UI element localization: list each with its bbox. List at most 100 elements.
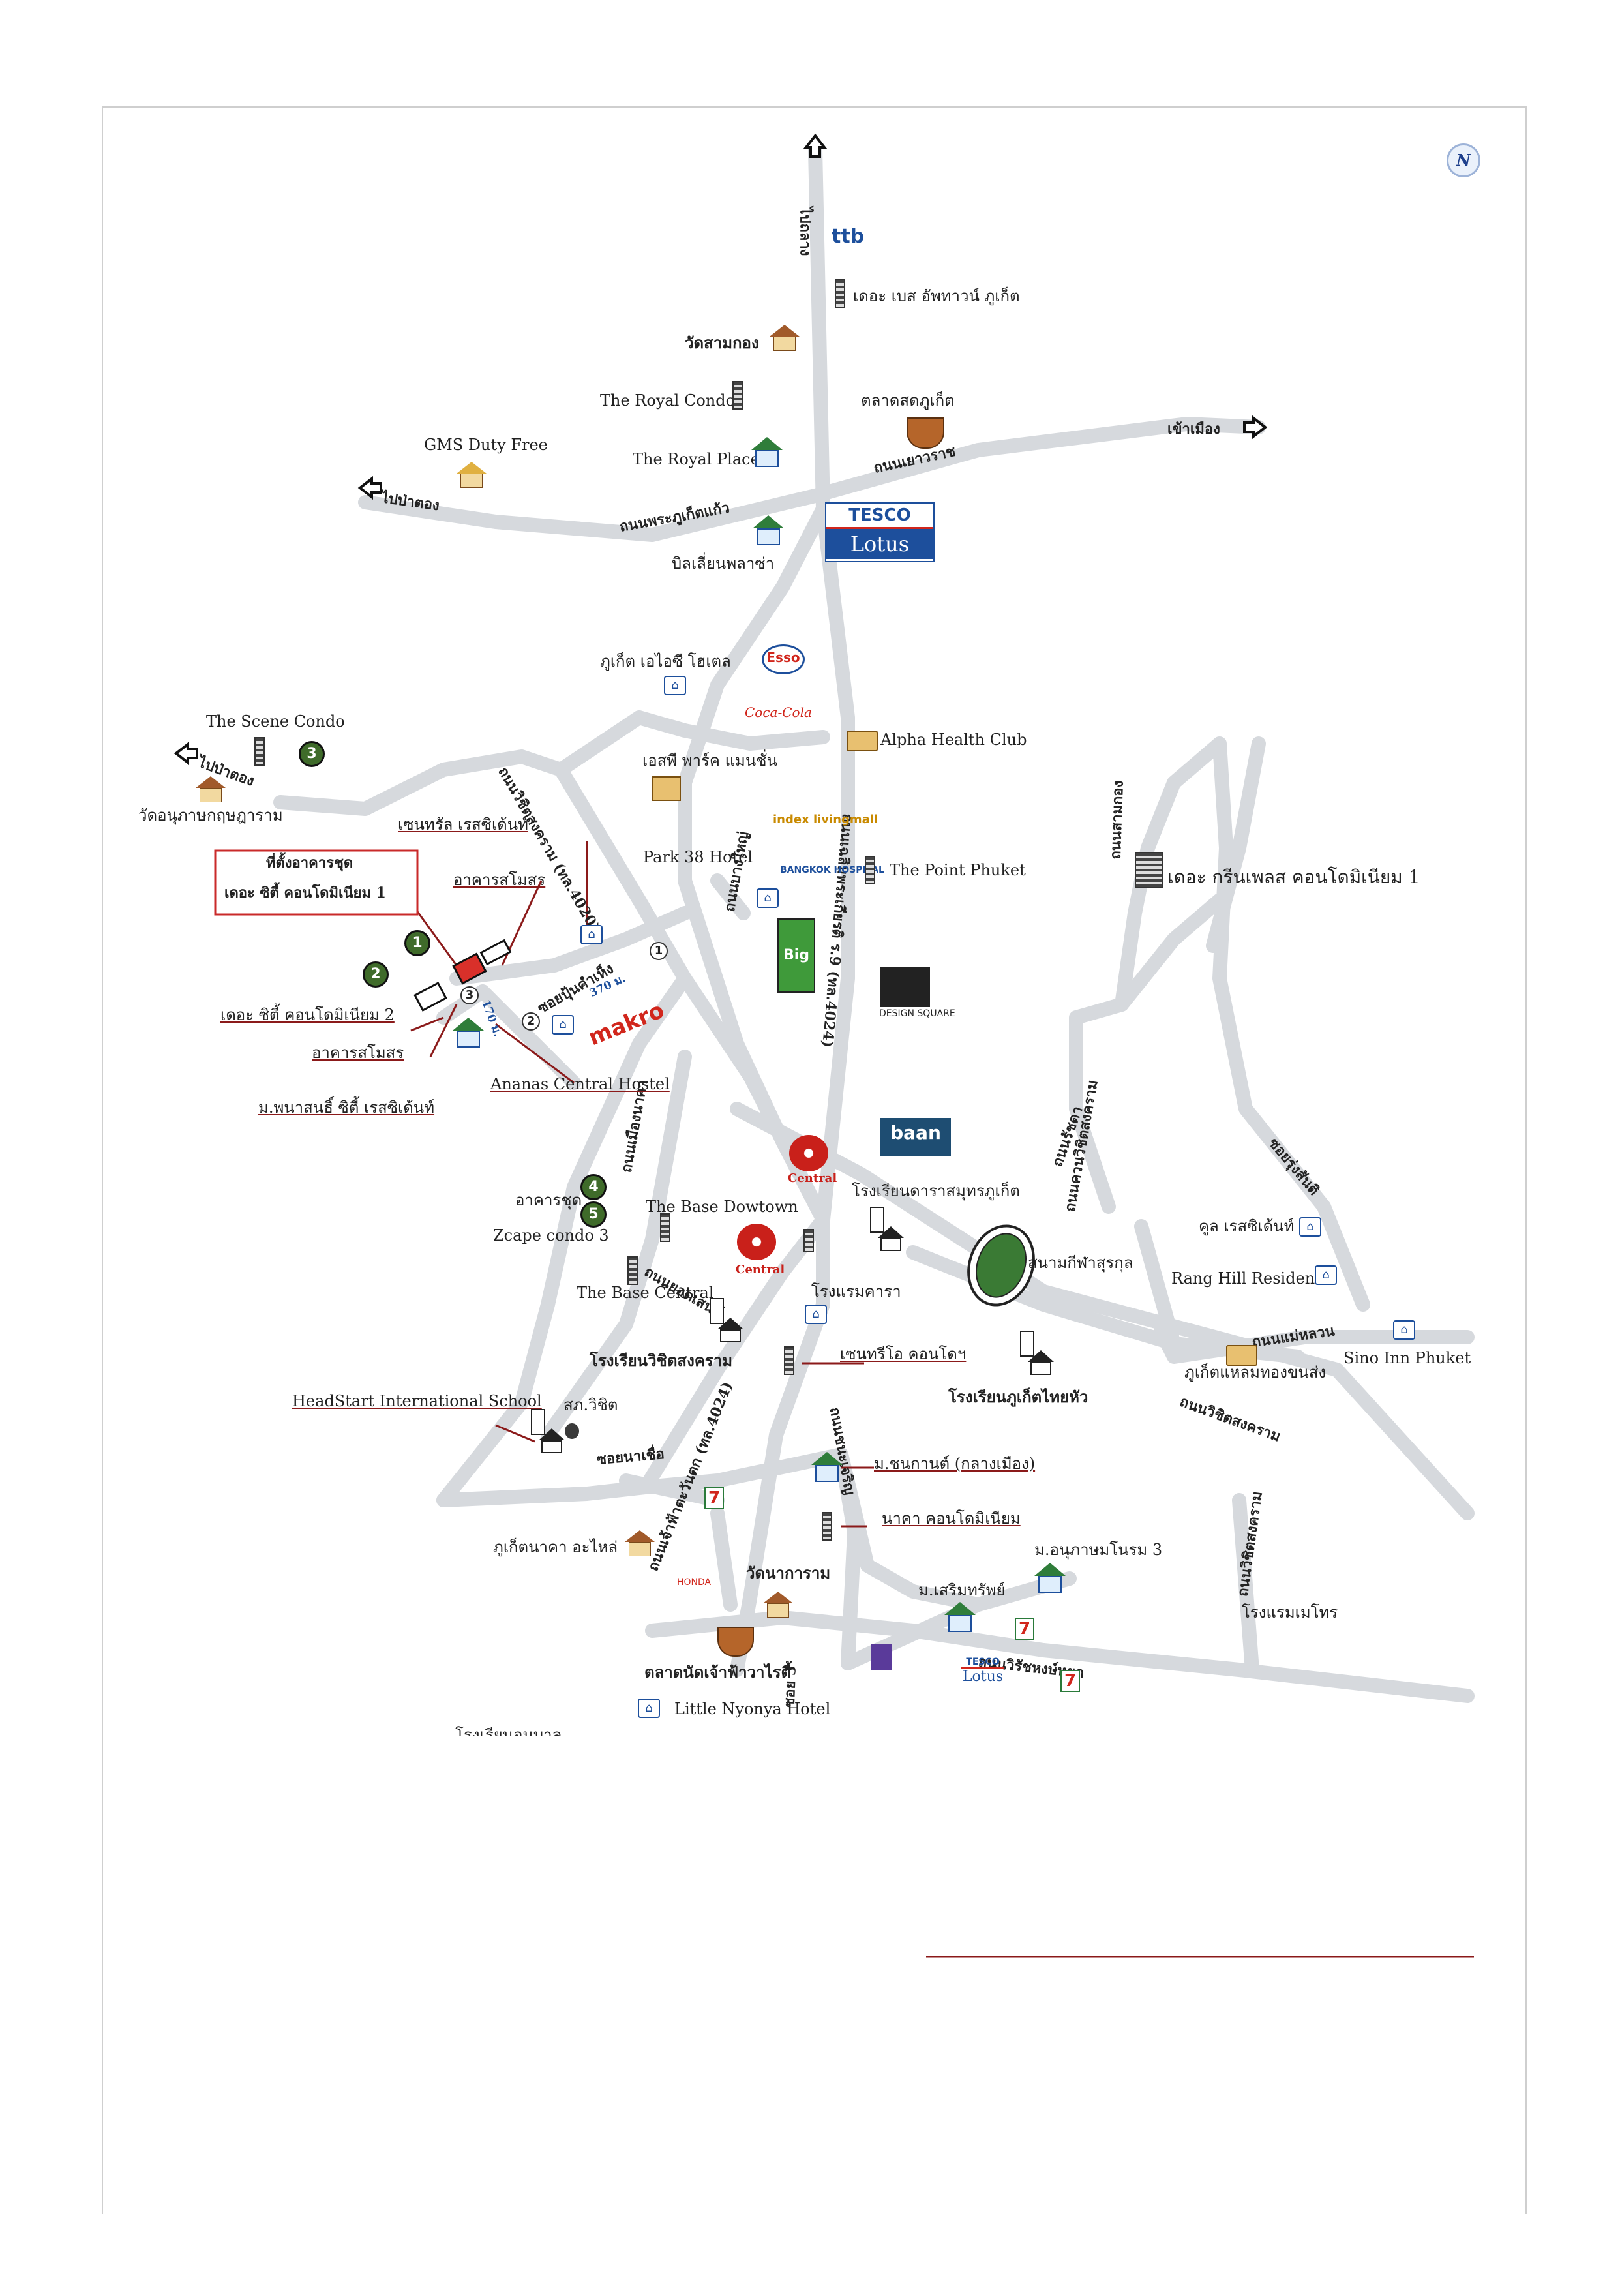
bank-icon: [871, 1644, 892, 1670]
residence-icon: [450, 1018, 487, 1048]
label-central-2: Central: [736, 1263, 785, 1276]
residence-icon: [809, 1452, 845, 1482]
7-eleven-icon: 7: [704, 1487, 724, 1509]
label-center-condo: เซนทรีโอ คอนโดฯ: [840, 1345, 967, 1363]
label-wat-naka: วัดนาการาม: [746, 1563, 831, 1582]
hotel-icon: ⌂: [1315, 1265, 1337, 1285]
baan-text: baan: [890, 1122, 941, 1143]
label-headstart: HeadStart International School: [292, 1392, 542, 1410]
target-box: [214, 849, 419, 916]
temple-icon: [770, 325, 800, 351]
hotel-icon: ⌂: [664, 676, 686, 695]
label-base-uptown: เดอะ เบส อัพทาวน์ ภูเก็ต: [853, 287, 1020, 305]
hotel-icon: ⌂: [1393, 1320, 1415, 1340]
big-c-logo: Big C: [777, 918, 815, 1035]
tesco-text-small: TESCO: [961, 1657, 1004, 1669]
label-royal-place: The Royal Place: [633, 450, 760, 468]
label-billion: บิลเลี่ยนพลาซ่า: [672, 554, 775, 573]
building-icon: [803, 1229, 814, 1252]
tesco-lotus-logo: TESCO Lotus: [825, 502, 935, 562]
label-green-place: เดอะ กรีนเพลส คอนโดมิเนียม 1: [1167, 866, 1420, 888]
label-kool-res: คูล เรสซิเด้นท์: [1199, 1217, 1295, 1235]
label-ananas: Ananas Central Hostel: [490, 1075, 670, 1093]
poi-2-marker: 2: [522, 1012, 540, 1031]
tesco-lotus-express: TESCO Lotus: [961, 1657, 1004, 1687]
hotel-icon: ⌂: [757, 888, 779, 908]
road-label-sam-kong: ถนนสามกอง: [1107, 780, 1127, 860]
east-arrow: [1243, 415, 1268, 440]
label-royal-condo: The Royal Condo: [600, 391, 736, 410]
marker-5-circle: 5: [580, 1201, 607, 1228]
ttb-logo: ttb: [832, 225, 865, 248]
label-central: Central: [788, 1171, 837, 1185]
temple-icon: [763, 1592, 793, 1618]
hotel-icon: ⌂: [580, 925, 603, 944]
transport-icon: [1226, 1345, 1257, 1366]
label-naka-condo: นาคา คอนโดมิเนียม: [882, 1509, 1021, 1528]
label-hotel-kara: โรงแรมคารา: [811, 1282, 901, 1301]
label-wat-sam-kong: วัดสามกอง: [685, 333, 759, 352]
label-park38: Park 38 Hotel: [643, 848, 753, 866]
hotel-icon: ⌂: [1299, 1217, 1321, 1237]
hotel-icon: ⌂: [552, 1015, 574, 1035]
label-stadium: สนามกีฬาสุรกุล: [1028, 1254, 1133, 1272]
label-scene-condo: The Scene Condo: [206, 712, 345, 731]
building-icon: [822, 1512, 832, 1541]
label-school-thaihua: โรงเรียนภูเก็ตไทยหัว: [948, 1387, 1088, 1406]
target-title-1: ที่ตั้งอาคารชุด: [266, 854, 353, 871]
design-square-logo: [880, 967, 930, 1007]
label-chonkanan: ม.ชนกานต์ (กลางเมือง): [874, 1455, 1036, 1473]
lotus-text: Lotus: [826, 529, 933, 559]
baan-logo: baan: [880, 1118, 951, 1156]
central-logo: [789, 1135, 828, 1171]
building-icon: [784, 1346, 794, 1375]
west-arrow-2: [173, 741, 198, 766]
esso-logo: Esso: [762, 644, 805, 674]
label-sorkor: สภ.วิชิต: [563, 1396, 618, 1414]
marker-2-circle: 2: [363, 961, 389, 988]
label-phuket-naka-parts: ภูเก็ตนาคา อะไหล่: [493, 1538, 618, 1556]
shop-icon: [457, 462, 487, 488]
building-icon: [1135, 852, 1163, 888]
label-honda: HONDA: [677, 1577, 712, 1588]
label-zcape: Zcape condo 3: [493, 1226, 609, 1245]
lotus-text-small: Lotus: [962, 1669, 1004, 1685]
label-panason: ม.พนาสนธิ์ ซิตี้ เรสซิเด้นท์: [258, 1098, 435, 1117]
label-point-phuket: The Point Phuket: [890, 861, 1026, 879]
label-school-wichit: โรงเรียนวิชิตสงคราม: [590, 1351, 733, 1370]
target-site: [413, 939, 512, 1012]
school-icon: [1011, 1331, 1057, 1376]
central-logo-2: [737, 1224, 776, 1260]
gym-icon: [847, 731, 878, 751]
compass-icon: N: [1447, 144, 1480, 177]
marker-4-circle: 4: [580, 1174, 607, 1200]
police-icon: [565, 1423, 579, 1439]
market-basket-icon: [717, 1627, 754, 1657]
school-icon: [861, 1207, 907, 1252]
building-icon: [835, 279, 845, 308]
hotel-icon: ⌂: [805, 1305, 827, 1324]
residence-icon: [942, 1602, 978, 1632]
market-basket-icon: [907, 417, 944, 449]
building-icon: [627, 1256, 638, 1285]
residence-icon: [750, 515, 787, 545]
coca-cola-logo: Coca-Cola: [745, 704, 812, 720]
target-title-2: เดอะ ซิตี้ คอนโดมิเนียม 1: [224, 884, 386, 901]
building-icon: [254, 737, 265, 766]
road-label-north: ไปถลาง: [796, 207, 814, 256]
north-arrow: [803, 133, 828, 158]
label-samoe2: อาคารสโมสร: [312, 1044, 404, 1062]
building-icon: [660, 1213, 670, 1242]
index-logo: index livingmall: [773, 813, 878, 826]
label-design-square: DESIGN SQUARE: [879, 1008, 955, 1019]
label-central-res: เซนทรัล เรสซิเด้นท์: [398, 815, 528, 834]
poi-3-marker: 3: [460, 986, 479, 1004]
label-base-downtown: The Base Dowtown: [646, 1198, 798, 1216]
label-rang-hill: Rang Hill Residence: [1171, 1269, 1333, 1288]
label-base-central: The Base Central: [577, 1284, 714, 1302]
label-school-sarasas: โรงเรียนดาราสมุทรภูเก็ต: [852, 1182, 1020, 1200]
label-sino-inn: Sino Inn Phuket: [1343, 1349, 1471, 1367]
mansion-icon: [652, 776, 681, 801]
label-samoe: อาคารสโมสร: [453, 871, 546, 889]
